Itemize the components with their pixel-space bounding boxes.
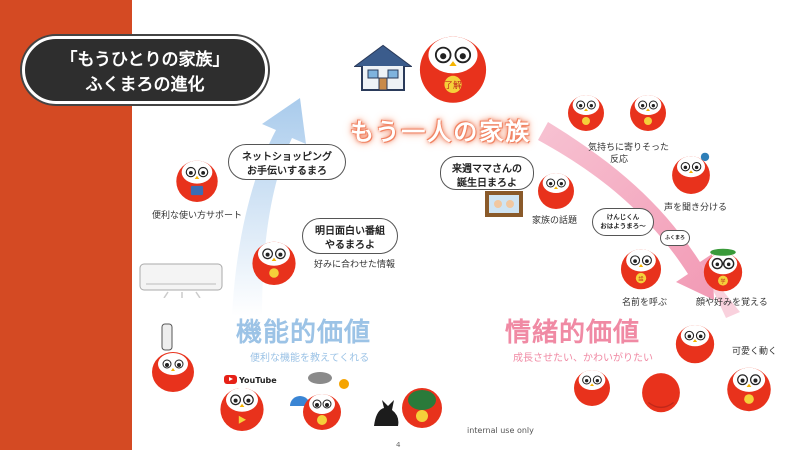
family-topics-label: 家族の話題 [532,216,578,226]
functional-value-title: 機能的価値 [236,318,372,348]
weather-owl-icon [290,372,349,430]
shopping-bubble-line-1: ネットショッピング [242,152,332,163]
svg-text:了解: 了解 [444,79,462,91]
birthday-bubble-line-1: 来週ママさんの [452,164,522,175]
tv-bubble-line-2: やるまろよ [325,240,375,251]
emotional-value-subtitle: 成長させたい、かわいがりたい [513,353,653,364]
empathy-label-line-2: 反応 [610,155,629,165]
youtube-label: YouTube [239,376,277,385]
call-name-label: 名前を呼ぶ [622,298,668,308]
empathy-owl-icon [568,95,604,131]
empathy-label-line-1: 気持ちに寄りそった [588,143,670,153]
family-title: もう一人の家族 [350,118,532,146]
slide-title-pill: 「もうひとりの家族」 ふくまろの進化 [22,36,268,104]
title-line-2: ふくまろの進化 [85,75,205,95]
back-view-owl-icon [642,373,680,413]
family-photo-icon [485,191,523,217]
title-line-1: 「もうひとりの家族」 [60,50,230,70]
cute-move-label: 可愛く動く [732,347,778,357]
emotional-arrow [538,122,714,300]
youtube-play-icon [224,375,237,384]
emotional-value-title: 情緒的価値 [505,318,641,348]
empathy-owl-2-icon [630,95,666,131]
cat-owl-icon [374,388,442,428]
usage-support-owl-icon [176,160,218,202]
matched-info-label: 好みに合わせた情報 [314,260,396,270]
voice-owl-icon [672,152,710,194]
cute-owl-2-icon [727,367,771,412]
remote-owl-icon [152,323,194,392]
greeting-bubble-line-1: けんじくん [606,213,640,221]
tv-info-owl-icon [252,241,296,285]
functional-value-subtitle: 便利な機能を教えてくれる [250,353,370,364]
small-speech-bubble: ふくまろ [660,230,690,246]
house-icon [354,44,412,91]
voice-distinguish-label: 声を聞き分ける [664,203,728,213]
tv-bubble-line-1: 明日面白い番組 [315,226,385,237]
functional-arrow [232,98,306,316]
youtube-owl-icon [220,387,264,431]
shopping-speech-bubble: ネットショッピング お手伝いするまろ [228,144,346,180]
call-name-owl-icon: 話 [620,249,662,290]
fukumaro-owl-icon: 了解 [419,36,487,103]
usage-support-label: 便利な使い方サポート [152,211,243,221]
page-number: 4 [396,441,401,449]
shopping-bubble-line-2: お手伝いするまろ [247,166,327,177]
cute-owl-icon [675,324,715,364]
sitting-owl-icon [574,370,610,406]
family-topic-owl-icon [538,173,574,209]
svg-text:話: 話 [638,274,643,282]
youtube-logo: YouTube [224,374,277,388]
greeting-bubble-line-2: おはようまろ〜 [600,222,646,230]
birthday-speech-bubble: 来週ママさんの 誕生日まろよ [440,156,534,190]
svg-text:学: 学 [721,278,726,285]
greeting-speech-bubble: けんじくん おはようまろ〜 [592,208,654,236]
internal-use-notice: internal use only [467,426,534,435]
face-memory-owl-icon: 学 [703,248,743,292]
birthday-bubble-line-2: 誕生日まろよ [457,178,517,189]
tv-speech-bubble: 明日面白い番組 やるまろよ [302,218,398,254]
face-remember-label: 顔や好みを覚える [696,298,768,308]
air-conditioner-icon [139,263,223,298]
